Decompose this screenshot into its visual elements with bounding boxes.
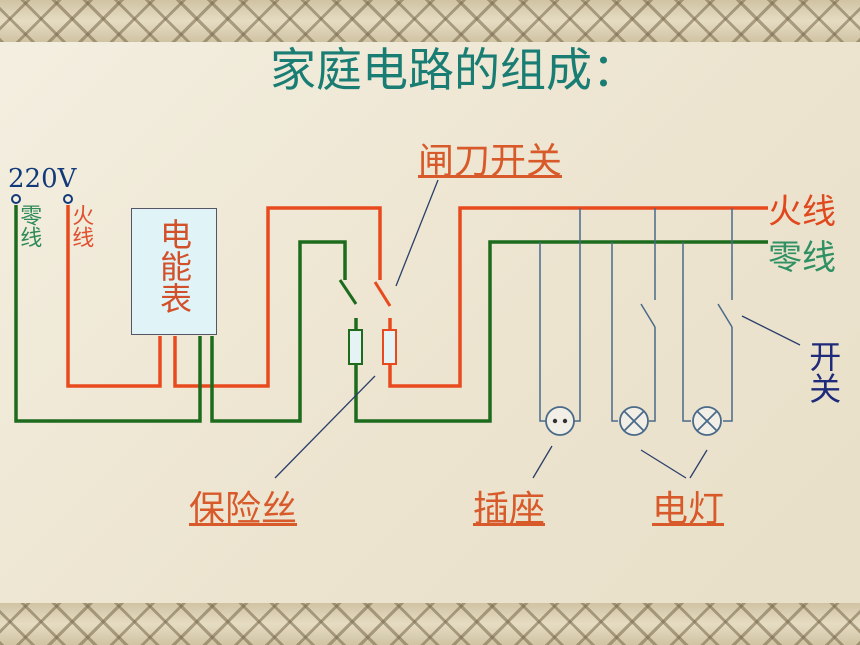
callout-lamp-1 — [640, 449, 687, 479]
slide-title: 家庭电路的组成： — [270, 43, 638, 97]
lamp2-return — [723, 327, 733, 422]
socket-label: 插座 — [473, 489, 546, 530]
lamp-symbol-1 — [619, 406, 649, 436]
callout-fuse — [274, 375, 376, 479]
lamp-label: 电灯 — [652, 489, 725, 530]
live-wire-main — [388, 206, 768, 388]
live-terminal — [63, 194, 73, 204]
live-wire-supply — [66, 205, 162, 388]
callout-switch — [741, 315, 801, 346]
neutral-wire-meter-out — [210, 240, 347, 423]
callout-lines — [274, 179, 801, 479]
callout-socket — [532, 445, 553, 479]
bottom-border — [0, 603, 860, 645]
meter-box — [131, 208, 217, 335]
supply-neutral-label: 零线 — [16, 204, 42, 248]
top-border — [0, 0, 860, 42]
neutral-wire-label: 零线 — [768, 238, 836, 278]
voltage-label: 220V — [8, 164, 77, 194]
live-wire-meter-out — [173, 206, 382, 388]
lamp-symbol-2 — [692, 406, 722, 436]
lamp1-neutral-branch — [611, 242, 618, 422]
lamp1-switch — [640, 303, 656, 328]
callout-knife-switch — [395, 179, 439, 287]
supply-live-label: 火线 — [68, 204, 94, 248]
socket-symbol — [545, 406, 575, 436]
fuse-neutral — [348, 329, 363, 365]
fuse-live — [382, 329, 397, 365]
lamp2-neutral-branch — [682, 242, 691, 422]
lamp1-return — [649, 327, 656, 422]
meter-label: 电能表 — [155, 218, 193, 314]
knife-switch-blades — [338, 279, 392, 307]
socket-live-branch — [574, 208, 581, 422]
live-wire-label: 火线 — [768, 192, 836, 232]
knife-switch-label: 闸刀开关 — [418, 141, 563, 182]
fuse-label: 保险丝 — [189, 489, 298, 530]
switch-label: 开关 — [804, 340, 843, 404]
knife-blade-live — [373, 281, 392, 307]
knife-blade-neutral — [338, 279, 358, 305]
neutral-wire-main — [354, 240, 768, 423]
socket-neutral-branch — [539, 242, 546, 422]
callout-lamp-2 — [689, 449, 708, 479]
neutral-wire-supply — [14, 205, 202, 423]
neutral-wire — [14, 205, 768, 423]
branch-wires — [539, 208, 733, 422]
neutral-terminal — [11, 194, 21, 204]
lamp2-switch — [717, 303, 733, 328]
